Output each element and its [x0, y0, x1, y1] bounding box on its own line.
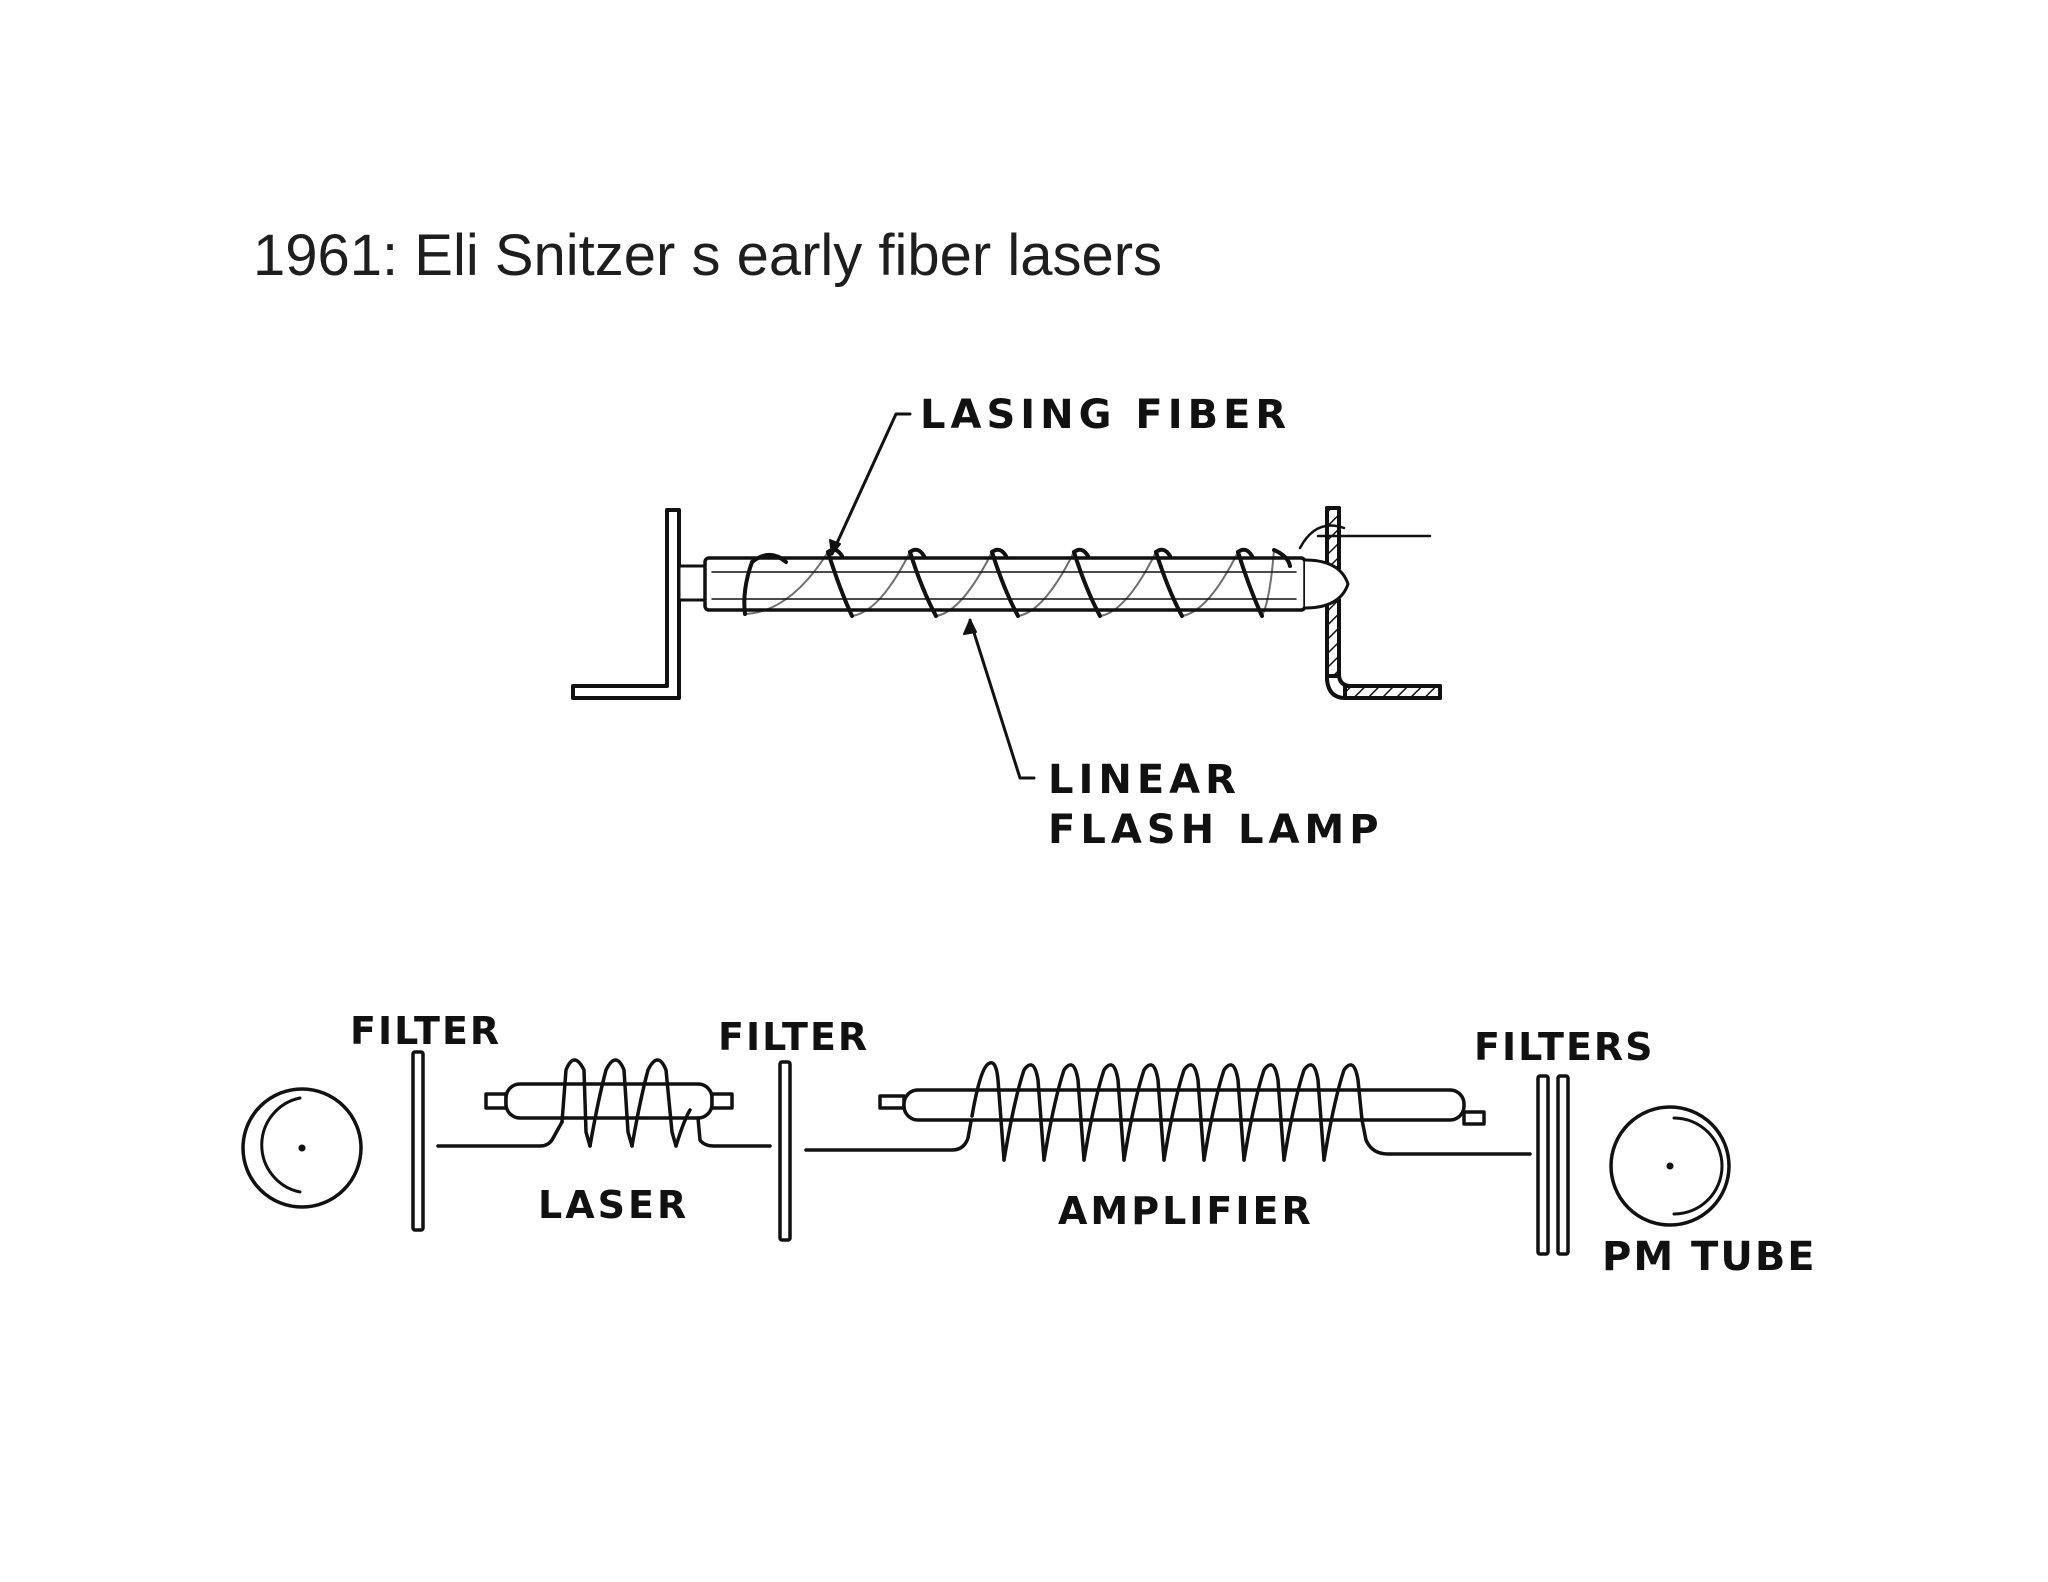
lasing-fiber-helix [742, 547, 1292, 618]
label-amplifier: AMPLIFIER [1058, 1189, 1314, 1233]
filter-plate-3 [1536, 1074, 1550, 1256]
label-pm-tube: PM TUBE [1602, 1234, 1817, 1280]
leader-flash-lamp [968, 618, 1036, 780]
linear-flash-lamp [677, 524, 1432, 612]
laser-assembly [436, 1058, 772, 1148]
right-bracket [1325, 506, 1442, 700]
filter-plate-2 [778, 1060, 792, 1242]
label-laser: LASER [538, 1183, 689, 1227]
label-flash-lamp: FLASH LAMP [1048, 807, 1384, 853]
leader-lasing-fiber [830, 412, 912, 556]
label-filter-2: FILTER [718, 1015, 869, 1059]
label-filters: FILTERS [1474, 1025, 1655, 1069]
label-linear: LINEAR [1048, 757, 1241, 803]
pm-tube-disc [1609, 1105, 1731, 1227]
amplifier-assembly [804, 1061, 1532, 1162]
slide-title: 1961: Eli Snitzer s early fiber lasers [253, 223, 1163, 288]
filter-plate-1 [411, 1050, 425, 1232]
filter-plate-4 [1556, 1074, 1570, 1256]
left-bracket [571, 508, 681, 700]
label-lasing-fiber: LASING FIBER [920, 392, 1291, 438]
bottom-figure [241, 1050, 1731, 1256]
top-figure [571, 412, 1442, 780]
source-disc [241, 1087, 363, 1209]
label-filter-1: FILTER [350, 1009, 501, 1053]
